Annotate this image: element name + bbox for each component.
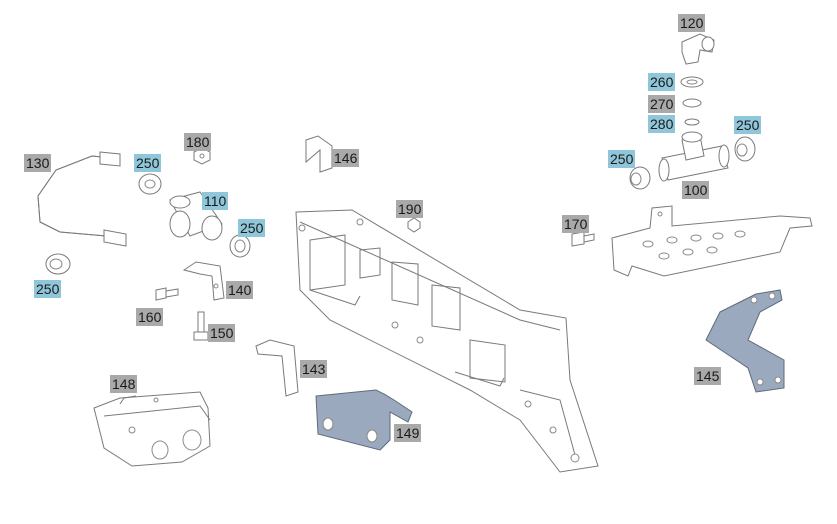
callout-250-side[interactable]: 250 [238,219,266,237]
callout-110[interactable]: 110 [202,192,229,210]
callout-145[interactable]: 145 [694,367,722,385]
callout-250-mid[interactable]: 250 [608,150,636,168]
callout-170[interactable]: 170 [562,215,590,233]
pipe-130-part [37,151,127,247]
bracket-140-part [182,261,225,301]
callout-149[interactable]: 149 [394,424,422,442]
callout-130[interactable]: 130 [24,154,52,172]
seal-280-part [684,118,700,126]
callout-190[interactable]: 190 [396,200,424,218]
callout-140[interactable]: 140 [226,281,254,299]
bracket-149-part [315,389,413,451]
fitting-250-mid-part [629,166,651,190]
callout-250-upper[interactable]: 250 [134,154,162,172]
fitting-250-left-part [45,253,71,275]
bracket-143-part [255,339,299,397]
bracket-145-part [705,289,785,393]
callout-143[interactable]: 143 [300,360,328,378]
elbow-fitting-120-part [681,33,715,65]
callout-146[interactable]: 146 [332,149,360,167]
bolt-150-part [193,311,209,341]
fitting-250-side-part [229,234,251,258]
callout-160[interactable]: 160 [136,308,164,326]
nut-190-part [407,217,421,233]
fitting-250-right-part [734,136,756,162]
bracket-146-part [305,135,333,173]
frame-rail-part [295,209,599,473]
callout-180[interactable]: 180 [184,133,212,151]
bolt-170-part [571,231,595,247]
tee-fitting-100-part [658,131,730,182]
callout-250-right[interactable]: 250 [734,116,762,134]
fitting-250-upper-part [138,173,162,195]
callout-120[interactable]: 120 [678,14,706,32]
bolt-160-part [155,287,179,301]
callout-100[interactable]: 100 [682,181,710,199]
callout-150[interactable]: 150 [208,324,236,342]
callout-280[interactable]: 280 [648,115,676,133]
washer-270-part [682,98,702,108]
callout-148[interactable]: 148 [110,375,138,393]
mounting-plate-right-part [611,205,813,277]
nut-260-part [680,76,704,88]
tee-fitting-110-part [169,191,223,241]
junction-box-148-part [93,391,211,467]
callout-260[interactable]: 260 [648,73,676,91]
callout-250-left[interactable]: 250 [34,280,62,298]
callout-270[interactable]: 270 [648,95,676,113]
